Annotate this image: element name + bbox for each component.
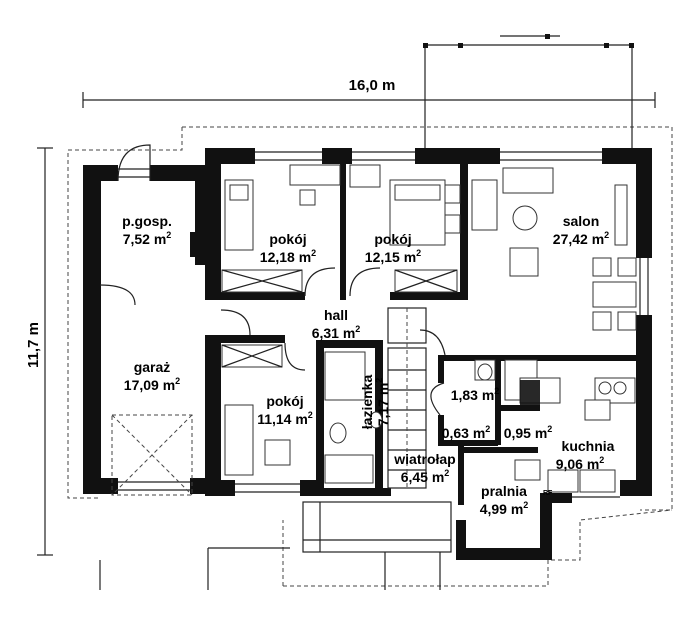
- room-labels: p.gosp. 7,52 m2 pokój 12,18 m2 pokój 12,…: [122, 213, 615, 517]
- svg-text:wiatrołap: wiatrołap: [393, 451, 455, 467]
- svg-text:7,52 m2: 7,52 m2: [123, 230, 172, 247]
- svg-text:pralnia: pralnia: [481, 483, 527, 499]
- garage-car-outline: [111, 414, 193, 496]
- svg-text:hall: hall: [324, 307, 348, 323]
- appliance-label: RF: [543, 490, 553, 497]
- room-label-pralnia: pralnia 4,99 m2: [480, 483, 529, 517]
- room-label-pokoj-1: pokój 12,18 m2: [260, 231, 316, 265]
- stairs: [387, 307, 427, 489]
- room-label-closet-2: 0,95 m2: [504, 424, 553, 441]
- svg-text:27,42 m2: 27,42 m2: [553, 230, 609, 247]
- room-label-garaz: garaż 17,09 m2: [124, 359, 180, 393]
- svg-text:17,09 m2: 17,09 m2: [124, 376, 180, 393]
- svg-text:1,83 m2: 1,83 m2: [451, 386, 500, 403]
- svg-text:0,95 m2: 0,95 m2: [504, 424, 553, 441]
- windows: [118, 151, 649, 498]
- room-label-wc: 1,83 m2: [451, 386, 500, 403]
- svg-text:garaż: garaż: [134, 359, 171, 375]
- dimension-depth-label: 11,7 m: [25, 322, 42, 368]
- svg-text:0,63 m2: 0,63 m2: [442, 424, 491, 441]
- svg-text:pokój: pokój: [266, 393, 303, 409]
- svg-text:11,14 m2: 11,14 m2: [257, 410, 313, 427]
- doors: [99, 144, 446, 416]
- svg-text:pokój: pokój: [374, 231, 411, 247]
- room-label-hall: hall 6,31 m2: [312, 307, 361, 341]
- svg-text:6,45 m2: 6,45 m2: [401, 468, 450, 485]
- svg-text:9,06 m2: 9,06 m2: [556, 455, 605, 472]
- svg-text:salon: salon: [563, 213, 600, 229]
- roof-outline: [67, 126, 673, 587]
- svg-text:pokój: pokój: [269, 231, 306, 247]
- dimension-width: 16,0 m: [82, 77, 656, 108]
- entrance-steps: [99, 501, 452, 590]
- room-label-pokoj-3: pokój 11,14 m2: [257, 393, 313, 427]
- dimension-width-label: 16,0 m: [349, 77, 396, 94]
- room-label-kuchnia: kuchnia 9,06 m2: [556, 438, 615, 472]
- room-label-pokoj-2: pokój 12,15 m2: [365, 231, 421, 265]
- room-label-wiatrolap: wiatrołap 6,45 m2: [393, 451, 455, 485]
- furniture: [221, 164, 637, 493]
- dimension-depth: 11,7 m: [25, 147, 53, 556]
- svg-text:12,18 m2: 12,18 m2: [260, 248, 316, 265]
- svg-text:12,15 m2: 12,15 m2: [365, 248, 421, 265]
- room-label-salon: salon 27,42 m2: [553, 213, 609, 247]
- terrace-pergola: [423, 34, 634, 150]
- svg-text:kuchnia: kuchnia: [562, 438, 615, 454]
- room-label-lazienka: łazienka 7,17 m2: [359, 375, 391, 430]
- svg-text:4,99 m2: 4,99 m2: [480, 500, 529, 517]
- room-label-closet-1: 0,63 m2: [442, 424, 491, 441]
- room-label-p-gosp: p.gosp. 7,52 m2: [122, 213, 172, 247]
- svg-text:łazienka: łazienka: [359, 375, 375, 430]
- walls: [83, 148, 652, 560]
- svg-text:6,31 m2: 6,31 m2: [312, 324, 361, 341]
- svg-text:p.gosp.: p.gosp.: [122, 213, 172, 229]
- svg-text:7,17 m2: 7,17 m2: [374, 378, 391, 427]
